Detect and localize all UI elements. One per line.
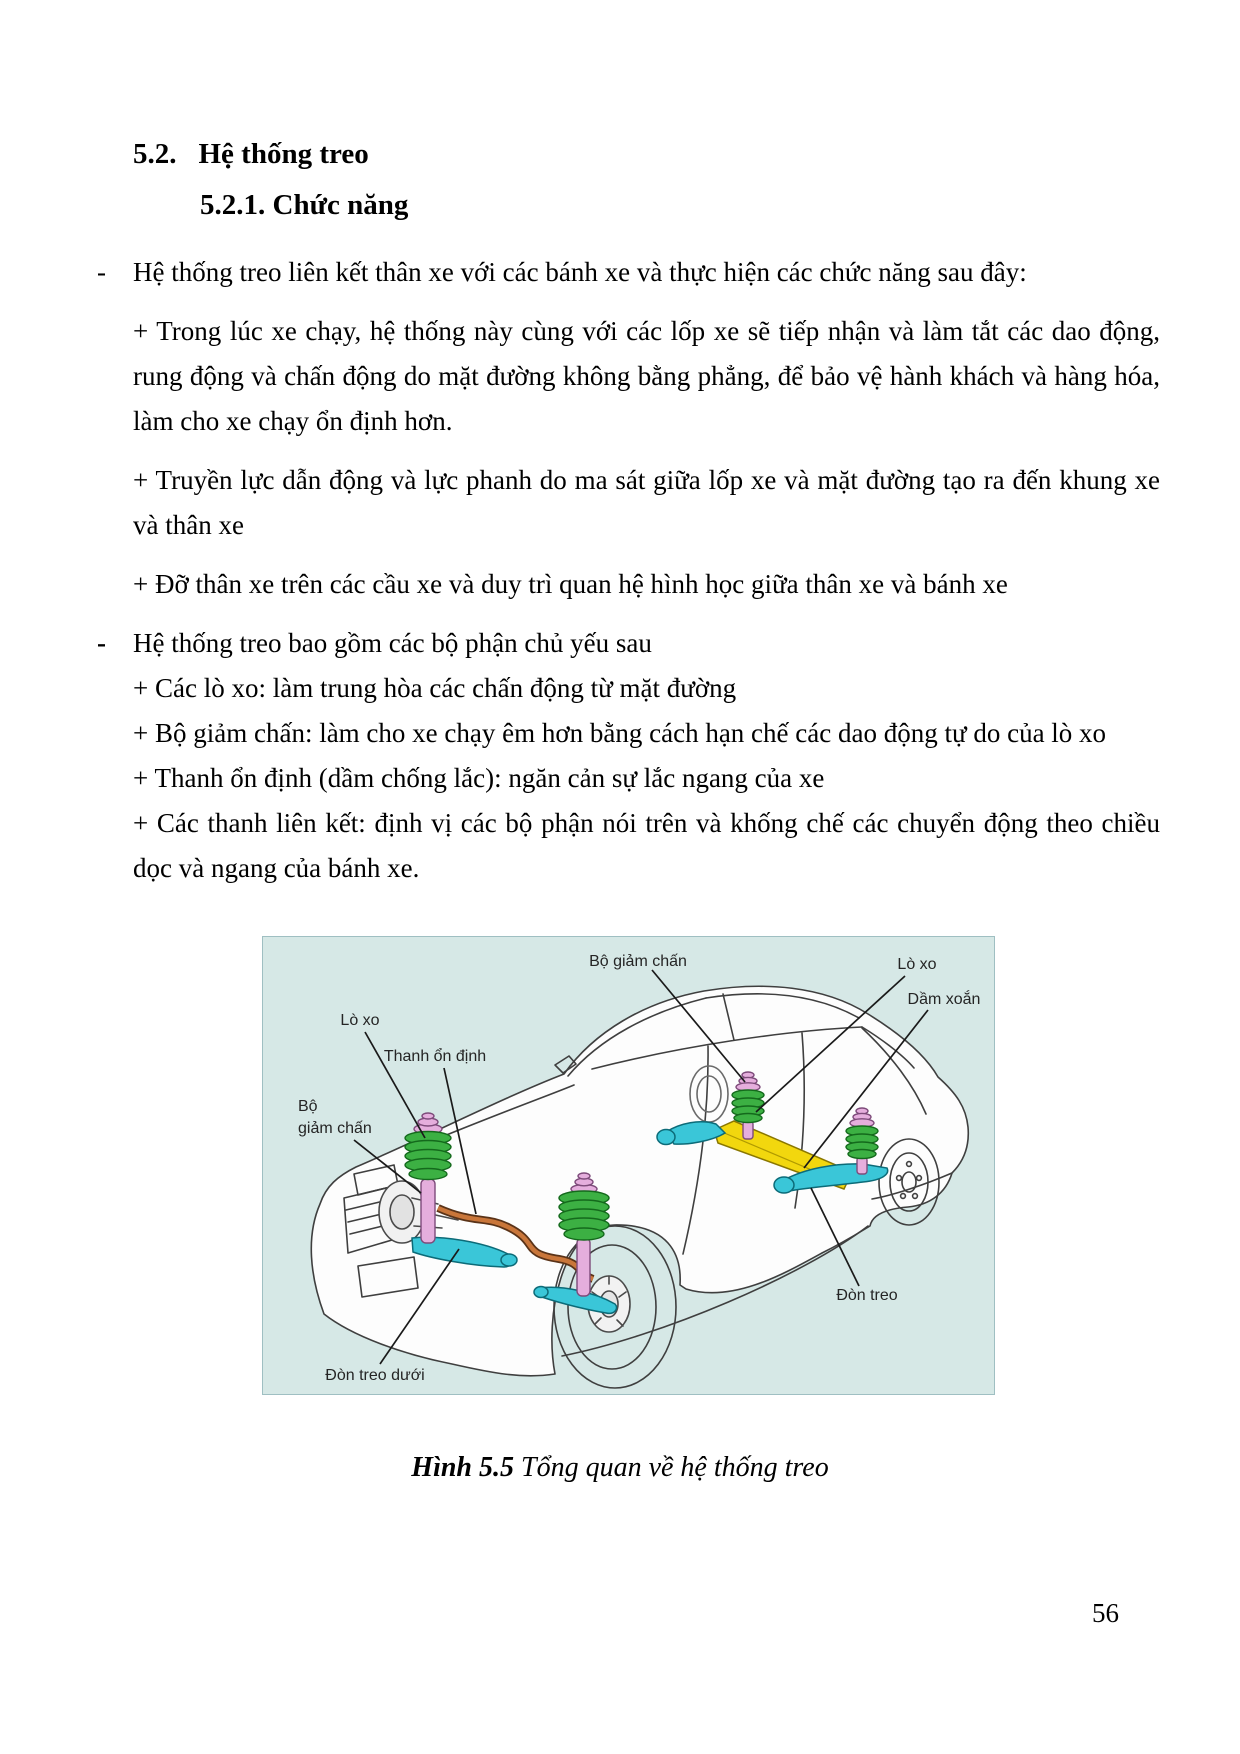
paragraph-list-item: -Hệ thống treo liên kết thân xe với các … <box>97 250 1160 295</box>
paragraph: + Thanh ổn định (dầm chống lắc): ngăn cả… <box>133 763 825 793</box>
paragraph: + Các lò xo: làm trung hòa các chấn động… <box>133 673 737 703</box>
paragraph: + Bộ giảm chấn: làm cho xe chạy êm hơn b… <box>133 718 1107 748</box>
label-front-spring: Lò xo <box>340 1012 379 1029</box>
leader-lines <box>353 969 929 1365</box>
figure-caption: Hình 5.5 Tổng quan về hệ thống treo <box>0 1452 1240 1484</box>
paragraph: + Trong lúc xe chạy, hệ thống này cùng v… <box>133 316 1160 436</box>
label-front-damper-line2: giảm chấn <box>298 1120 372 1137</box>
dash-marker: - <box>97 257 106 287</box>
coil-springs <box>404 1089 879 1241</box>
label-rear-damper: Bộ giảm chấn <box>589 953 687 970</box>
page-number: 56 <box>1092 1598 1119 1628</box>
front-left-hub <box>378 1180 459 1244</box>
car-outline <box>310 985 970 1389</box>
label-front-damper-line1: Bộ <box>298 1098 318 1115</box>
dash-marker: - <box>97 628 106 658</box>
label-torsion-beam: Dầm xoắn <box>908 989 981 1008</box>
subsection-heading: 5.2.1. Chức năng <box>200 189 409 221</box>
section-heading: 5.2. Hệ thống treo <box>133 138 369 171</box>
figure-suspension-diagram: Bộ giảm chấn Lò xo Dầm xoắn Lò xo Thanh … <box>262 936 995 1395</box>
suspension-diagram-svg: Bộ giảm chấn Lò xo Dầm xoắn Lò xo Thanh … <box>262 936 995 1395</box>
rear-right-wheel <box>878 1138 940 1226</box>
section-title: Hệ thống treo <box>198 138 369 170</box>
label-stabilizer-bar: Thanh ổn định <box>384 1047 486 1065</box>
paragraph-list-item: -Hệ thống treo bao gồm các bộ phận chủ y… <box>97 621 1160 666</box>
figure-caption-label: Hình 5.5 <box>411 1452 514 1483</box>
rear-left-trailing-arm <box>664 1121 727 1145</box>
section-number: 5.2. <box>133 138 177 170</box>
paragraph: + Các thanh liên kết: định vị các bộ phậ… <box>133 808 1160 883</box>
label-trailing-arm: Đòn treo <box>836 1287 897 1304</box>
paragraph: + Truyền lực dẫn động và lực phanh do ma… <box>133 465 1160 540</box>
body-text: -Hệ thống treo liên kết thân xe với các … <box>97 250 1160 891</box>
paragraph: + Đỡ thân xe trên các cầu xe và duy trì … <box>133 569 1008 599</box>
label-lower-arm: Đòn treo dưới <box>325 1367 424 1384</box>
label-rear-spring: Lò xo <box>897 956 936 973</box>
figure-caption-text: Tổng quan về hệ thống treo <box>514 1452 829 1483</box>
